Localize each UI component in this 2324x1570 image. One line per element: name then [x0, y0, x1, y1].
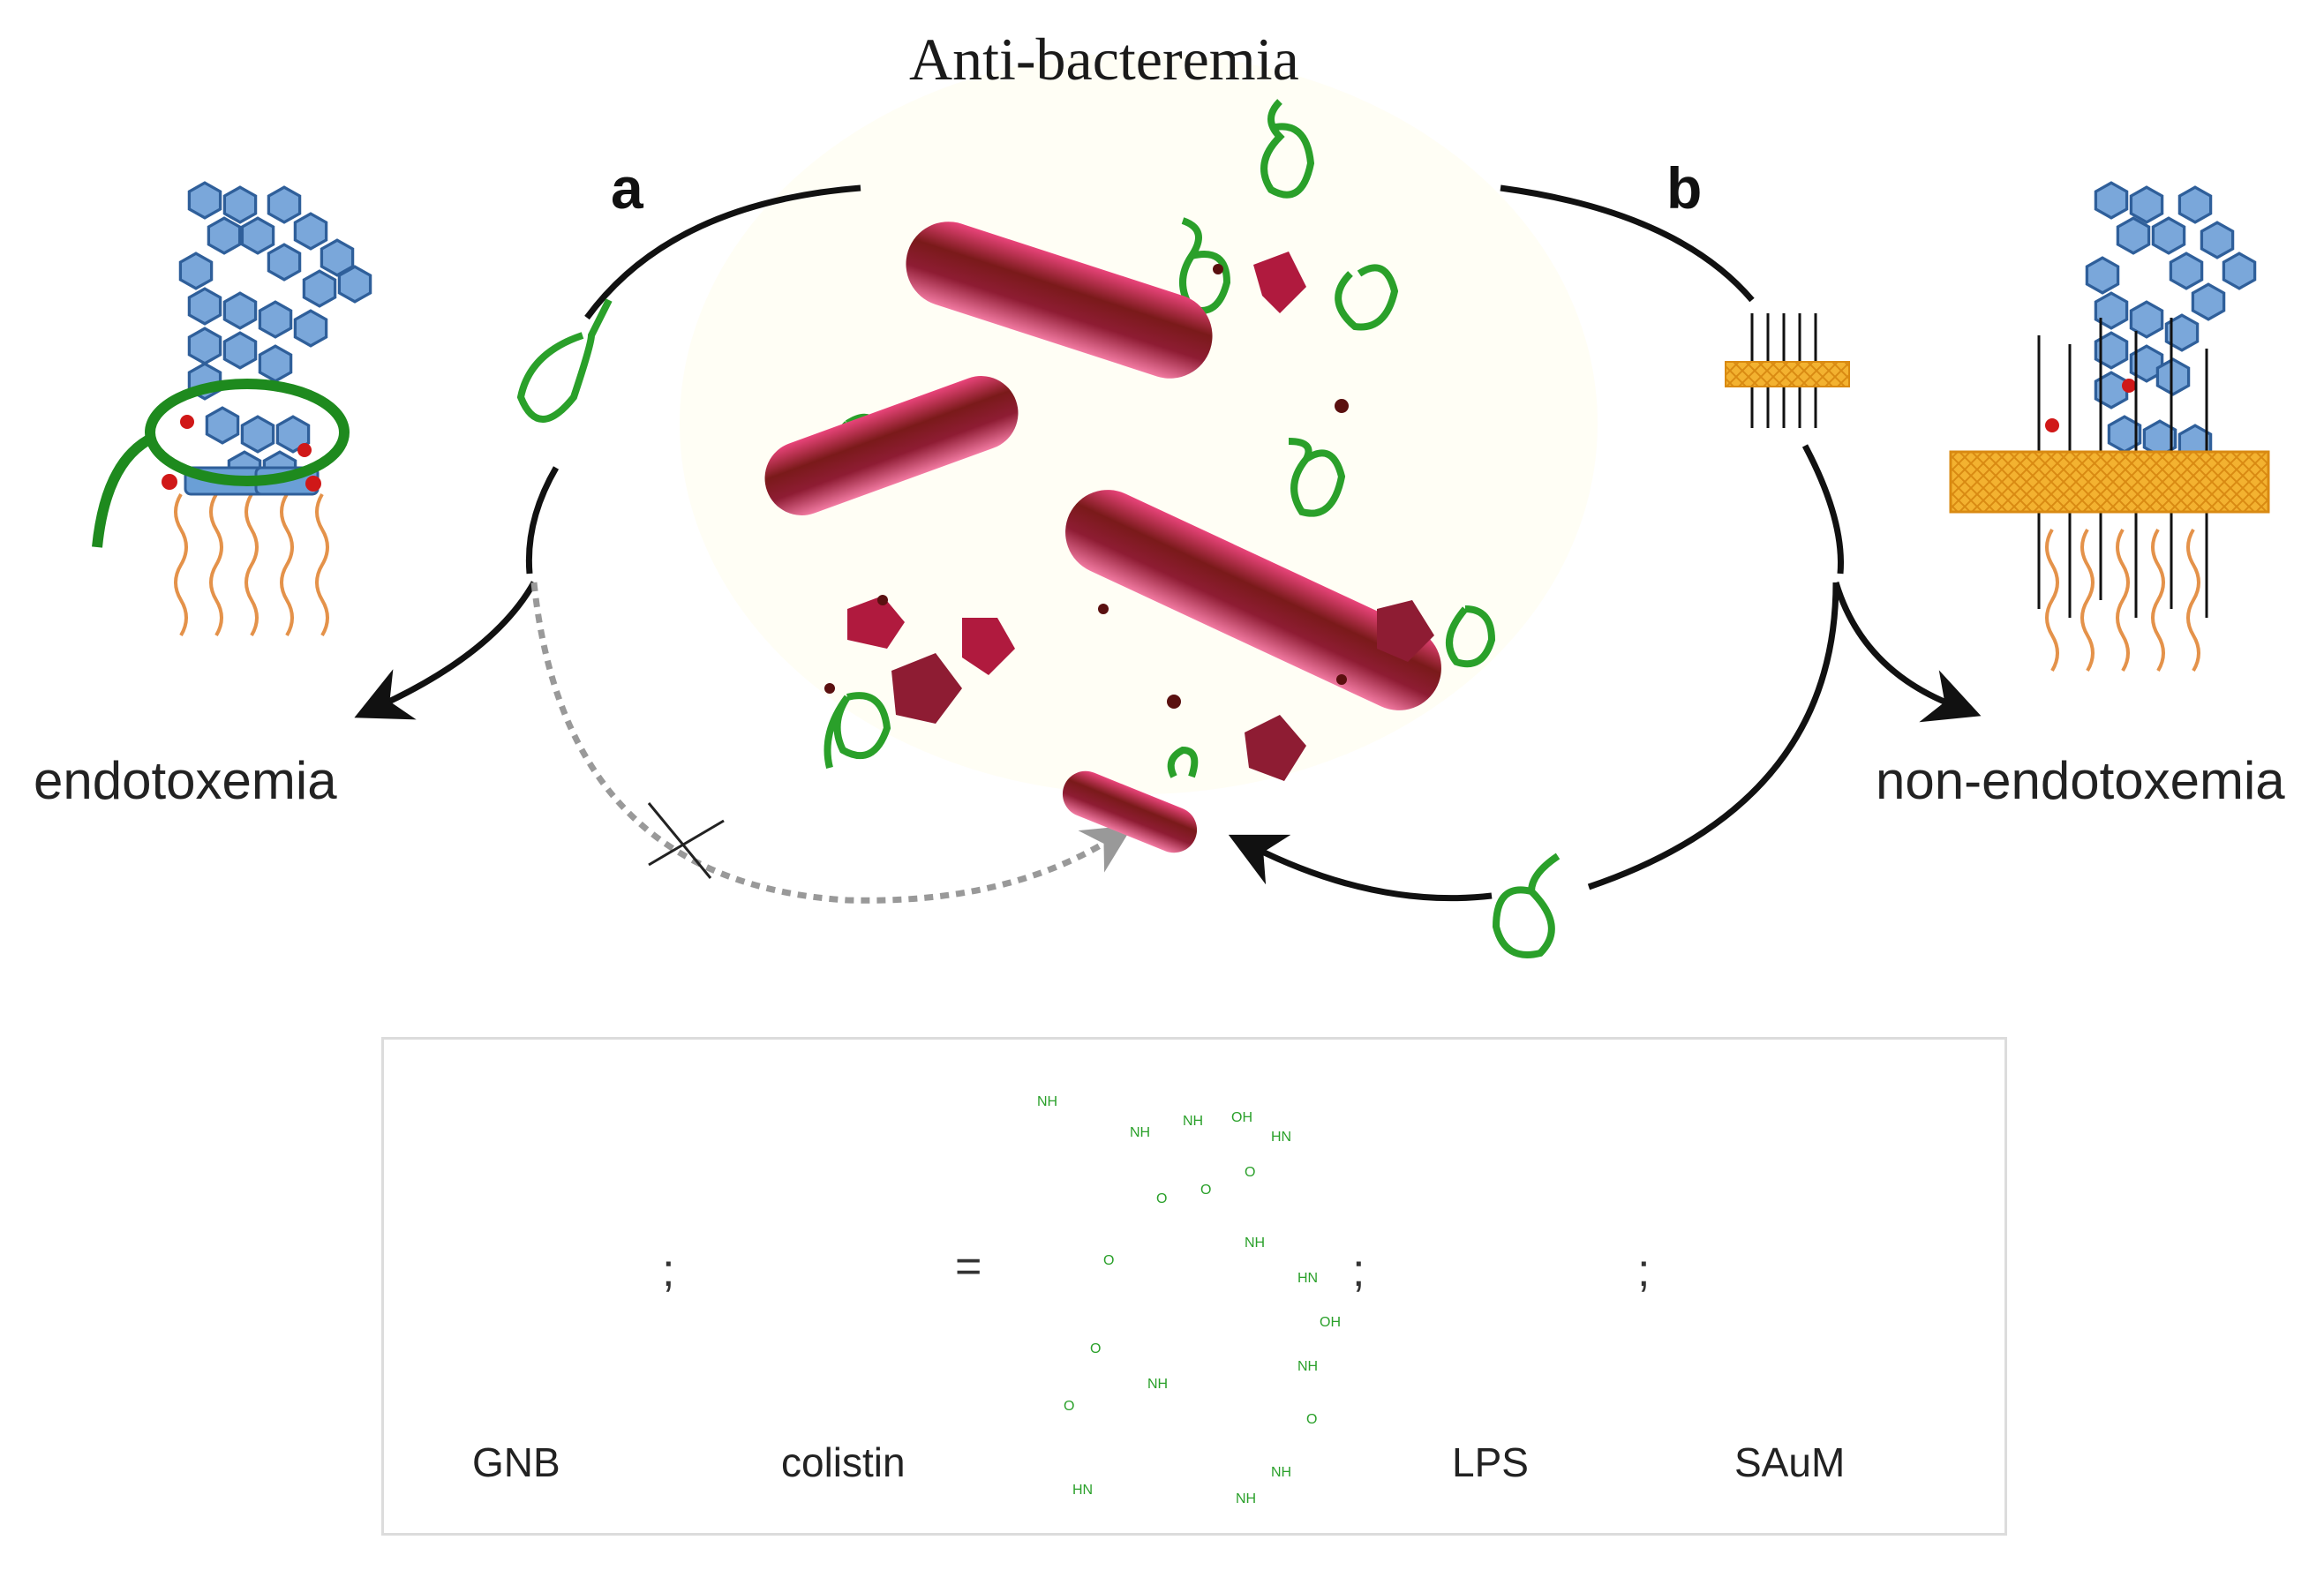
legend-gnb-label: GNB — [472, 1439, 560, 1485]
chemical-atom-label: NH — [1297, 1359, 1319, 1374]
legend-box — [381, 1037, 2007, 1536]
bacterial-fragments — [824, 252, 1434, 781]
chemical-atom-label: O — [1090, 1341, 1102, 1356]
arc-b-upper — [1801, 444, 1844, 575]
panel-b-arcs — [1228, 184, 1982, 902]
chemical-atom-label: NH — [1245, 1236, 1266, 1251]
chemical-atom-label: O — [1245, 1165, 1256, 1180]
block-x-mark — [647, 802, 725, 879]
legend-colistin-label: colistin — [781, 1439, 906, 1485]
chemical-atom-label: O — [1306, 1412, 1318, 1427]
equals-sign: = — [955, 1241, 982, 1292]
panel-b-label: b — [1666, 155, 1703, 221]
center-bacteria — [764, 222, 1441, 853]
panel-a-label: a — [611, 155, 643, 221]
chemical-atom-label: O — [1156, 1191, 1168, 1206]
arc-a-to-endotoxemia — [354, 581, 538, 720]
separator-2: ; — [1352, 1245, 1365, 1296]
chemical-atom-label: OH — [1320, 1315, 1341, 1330]
panel-a-arcs — [354, 184, 861, 720]
figure-title: Anti-bacteremia — [909, 26, 1299, 93]
arc-b-top — [1500, 184, 1755, 303]
chemical-atom-label: HN — [1271, 1130, 1292, 1145]
blocked-pathway-arrow — [530, 582, 1133, 904]
arc-b-lower — [1587, 582, 1839, 890]
saum-small-icon — [1725, 313, 1850, 428]
non-endotoxemia-label: non-endotoxemia — [1876, 751, 2285, 810]
chemical-atom-label: O — [1200, 1183, 1212, 1198]
legend-saum-label: SAuM — [1734, 1439, 1846, 1485]
separator-1: ; — [662, 1245, 675, 1296]
separator-3: ; — [1637, 1245, 1651, 1296]
endotoxemia-label: endotoxemia — [34, 751, 337, 810]
arc-b-to-non-endotoxemia — [1832, 581, 1982, 723]
chemical-atom-label: NH — [1271, 1465, 1292, 1480]
lps-saum-complex — [1949, 181, 2270, 672]
chemical-atom-label: NH — [1147, 1377, 1169, 1392]
arc-a-top — [584, 184, 861, 320]
chemical-atom-label: NH — [1130, 1125, 1151, 1140]
saum-slab — [1949, 450, 2270, 514]
arc-a-middle — [525, 466, 560, 575]
center-glow — [680, 53, 1598, 794]
colistin-tail — [92, 432, 157, 548]
chemical-atom-label: O — [1103, 1253, 1115, 1268]
chemical-atom-label: HN — [1297, 1271, 1319, 1286]
colistin-ring — [145, 379, 350, 486]
chemical-atom-label: NH — [1037, 1094, 1058, 1109]
chemical-atom-label: HN — [1072, 1483, 1094, 1498]
arc-b-to-bacterium — [1228, 834, 1493, 902]
lps-lipid-tails — [174, 492, 329, 637]
chemical-atom-label: OH — [1231, 1110, 1252, 1125]
legend-lps-label: LPS — [1452, 1439, 1529, 1485]
chemical-atom-label: O — [1064, 1399, 1075, 1414]
lps-colistin-complex — [92, 181, 372, 637]
chemical-atom-label: NH — [1183, 1114, 1204, 1129]
chemical-atom-label: NH — [1236, 1491, 1257, 1506]
